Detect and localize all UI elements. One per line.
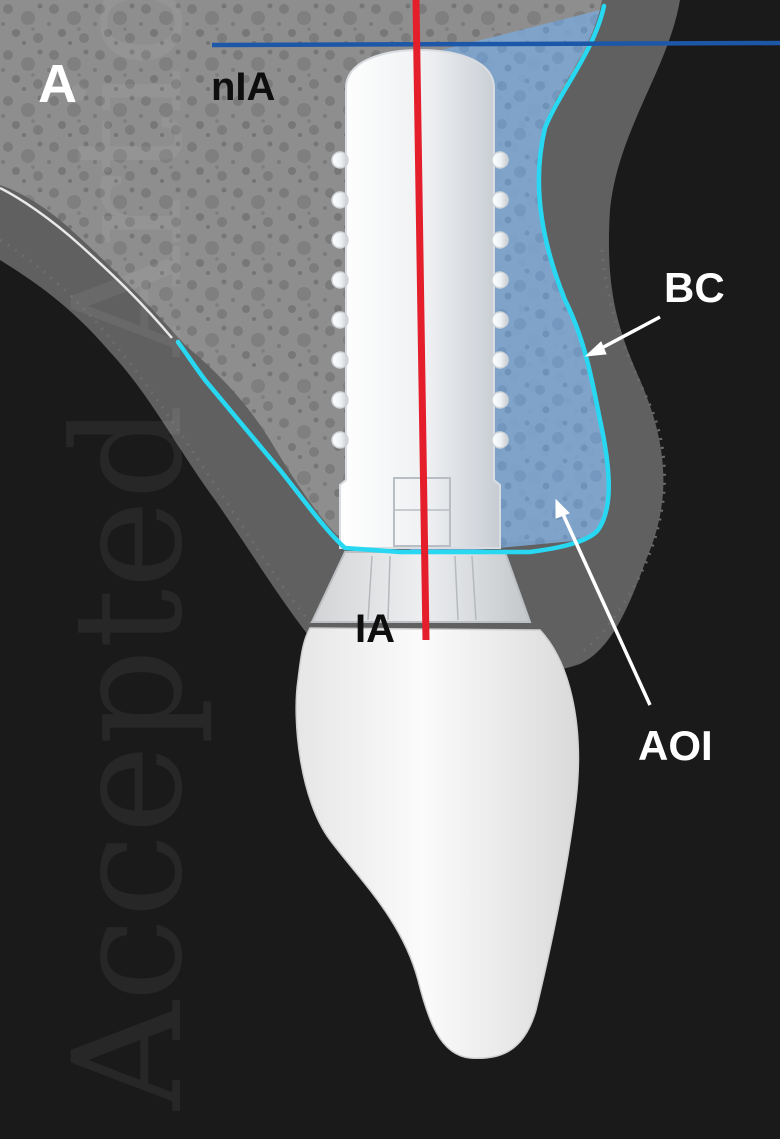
bc-label: BC	[664, 264, 725, 311]
ia-label: IA	[355, 607, 395, 651]
aoi-label: AOI	[638, 722, 713, 769]
abutment	[312, 552, 530, 622]
normal-implant-axis-line	[212, 43, 780, 45]
watermark: Accepted Article	[42, 0, 216, 1111]
nia-label: nIA	[211, 65, 275, 109]
